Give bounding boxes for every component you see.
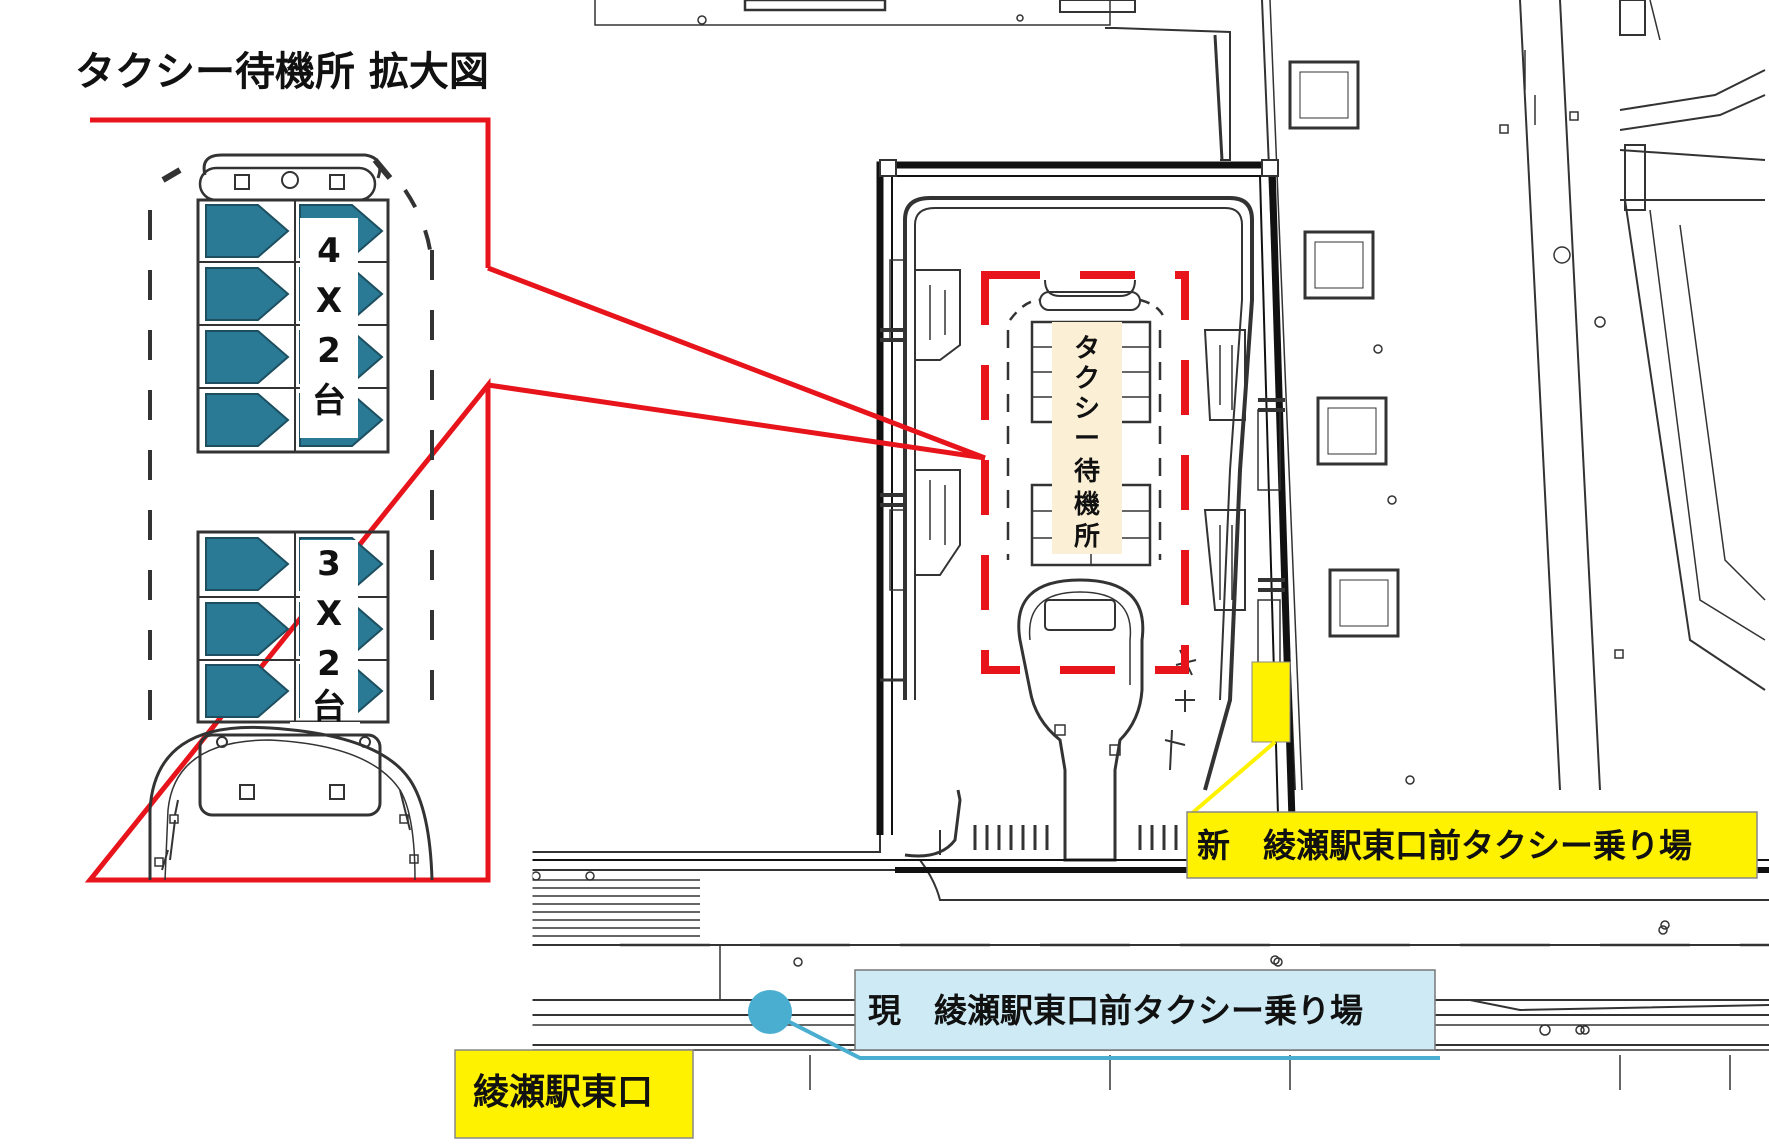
new-taxi-stand-marker (1251, 661, 1291, 743)
capacity-box-lower (300, 540, 358, 720)
map-title: タクシー待機所 拡大図 (75, 49, 489, 95)
capacity-box-upper (300, 218, 358, 438)
svg-text:所: 所 (1074, 522, 1100, 552)
svg-text:台: 台 (312, 687, 346, 727)
station-exit-label: 綾瀬駅東口 (473, 1072, 653, 1113)
svg-text:タ: タ (1074, 334, 1100, 364)
zoom-callout-lines (487, 265, 986, 461)
svg-text:機: 機 (1074, 490, 1100, 520)
svg-text:4: 4 (317, 231, 341, 271)
svg-text:ク: ク (1074, 364, 1100, 394)
svg-text:台: 台 (312, 381, 346, 421)
capacity-label-lower: 3 X 2 台 (312, 544, 346, 727)
new-taxi-stand-label: 新 綾瀬駅東口前タクシー乗り場 (1197, 826, 1692, 865)
svg-text:X: X (316, 594, 342, 634)
svg-text:2: 2 (317, 331, 341, 371)
svg-text:3: 3 (317, 544, 341, 584)
waiting-area-label-bg (1052, 322, 1122, 554)
capacity-label-upper: 4 X 2 台 (312, 231, 346, 421)
svg-text:X: X (316, 281, 342, 321)
svg-text:2: 2 (317, 644, 341, 684)
current-stand-leader (769, 1010, 1440, 1060)
current-stand-marker (748, 990, 792, 1034)
svg-text:シ: シ (1074, 394, 1100, 424)
zoom-panel (148, 153, 434, 881)
waiting-area-label: タ ク シ ー 待 機 所 (1074, 334, 1100, 552)
svg-text:待: 待 (1074, 457, 1100, 487)
new-taxi-stand-box (1186, 811, 1758, 879)
station-exit-box (454, 1049, 694, 1139)
new-stand-leader (1188, 740, 1277, 817)
current-taxi-stand-label: 現 綾瀬駅東口前タクシー乗り場 (868, 991, 1363, 1030)
zoom-frame (84, 117, 491, 883)
waiting-area-highlight (981, 271, 1189, 674)
svg-text:ー: ー (1074, 424, 1100, 454)
current-taxi-stand-box (854, 969, 1436, 1051)
